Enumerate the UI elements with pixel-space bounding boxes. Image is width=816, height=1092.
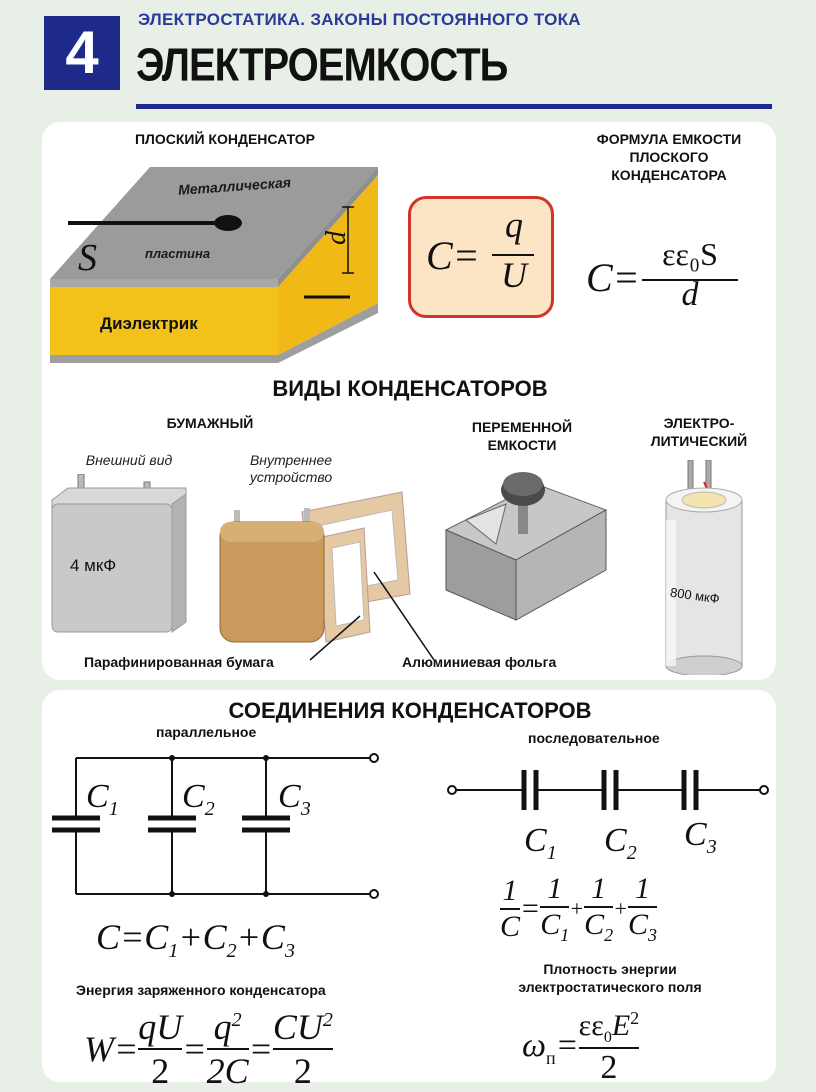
paper-capacitor-value: 4 мкФ — [70, 556, 117, 575]
parallel-c2: C2 — [182, 778, 215, 820]
parallel-label: параллельное — [156, 724, 257, 740]
series-c3: C3 — [684, 816, 717, 858]
parallel-c1: C1 — [86, 778, 119, 820]
aluminium-foil-label: Алюминиевая фольга — [402, 654, 557, 670]
series-label: последовательное — [528, 730, 660, 746]
connections-panel — [42, 690, 776, 1082]
capacity-formula-lhs: C= — [426, 233, 480, 278]
parallel-formula: C=C1+C2+C3 — [96, 917, 295, 963]
energy-title: Энергия заряженного конденсатора — [76, 982, 326, 998]
paraffin-paper-label: Парафинированная бумага — [84, 654, 274, 670]
page-title: ЭЛЕКТРОЕМКОСТЬ — [136, 40, 508, 91]
series-c2: C2 — [604, 822, 637, 864]
flat-formula-num: εε₀S — [662, 236, 718, 272]
section-subtitle: ЭЛЕКТРОСТАТИКА. ЗАКОНЫ ПОСТОЯННОГО ТОКА — [138, 10, 581, 29]
electrolytic-capacitor — [665, 460, 743, 675]
dielectric-label: Диэлектрик — [100, 314, 198, 333]
flat-formula-title: ФОРМУЛА ЕМКОСТИ ПЛОСКОГО КОНДЕНСАТОРА — [596, 131, 742, 183]
variable-capacitor — [444, 472, 608, 621]
label-pointers — [309, 571, 435, 661]
capacity-formula-num: q — [505, 205, 523, 245]
capacity-formula-box — [408, 196, 554, 318]
flat-capacitor-title: ПЛОСКИЙ КОНДЕНСАТОР — [134, 131, 316, 147]
title-underline — [136, 104, 772, 109]
paper-inner-view: Внутреннее устройство — [249, 452, 333, 485]
flat-formula-lhs: C= — [586, 255, 640, 300]
section-number: 4 — [44, 16, 120, 90]
electrolytic-title: ЭЛЕКТРО-ЛИТИЧЕСКИЙ — [650, 415, 748, 449]
series-circuit — [447, 770, 769, 810]
series-c1: C1 — [524, 822, 557, 864]
distance-symbol: d — [321, 231, 352, 245]
capacity-formula-den: U — [501, 255, 527, 295]
flat-formula-den: d — [681, 276, 699, 313]
flat-capacitor-drawing — [50, 167, 378, 363]
connections-title: СОЕДИНЕНИЯ КОНДЕНСАТОРОВ — [228, 698, 592, 723]
flat-formula-bar — [642, 279, 738, 281]
paper-title: БУМАЖНЫЙ — [166, 415, 254, 431]
types-title: ВИДЫ КОНДЕНСАТОРОВ — [272, 376, 548, 401]
paper-capacitor-inner — [219, 491, 411, 643]
paper-capacitor-outer — [51, 474, 187, 633]
area-symbol: S — [78, 237, 97, 279]
capacity-formula-bar — [492, 254, 534, 256]
plate-label-2: пластина — [145, 246, 211, 261]
parallel-circuit — [52, 753, 379, 899]
paper-outer-view: Внешний вид — [85, 452, 173, 468]
variable-title: ПЕРЕМЕННОЙ ЕМКОСТИ — [471, 419, 573, 453]
parallel-c3: C3 — [278, 778, 311, 820]
